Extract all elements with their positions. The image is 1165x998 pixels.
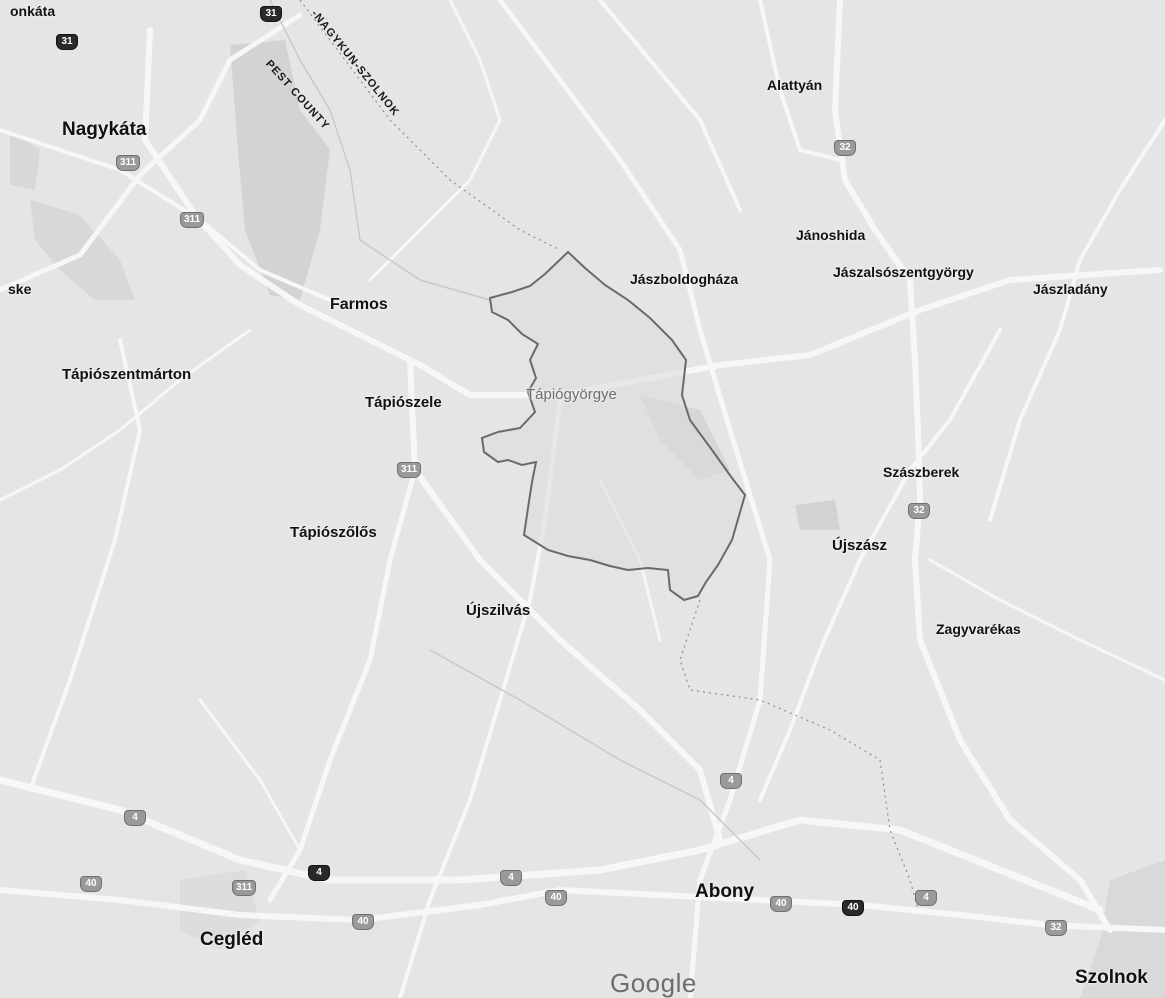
- road: [0, 776, 1104, 914]
- route-shield-4: 4: [720, 773, 742, 789]
- route-shield-40: 40: [770, 896, 792, 912]
- route-shield-40: 40: [545, 890, 567, 906]
- road: [831, 0, 1113, 933]
- google-logo: Google: [610, 968, 697, 998]
- route-shield-32: 32: [834, 140, 856, 156]
- place-label-ujszilvas[interactable]: Újszilvás: [466, 602, 531, 619]
- place-label-cegled[interactable]: Cegléd: [200, 929, 264, 950]
- road: [497, 0, 773, 998]
- route-shield-4: 4: [915, 890, 937, 906]
- place-label-tapioszele[interactable]: Tápiószele: [365, 394, 442, 411]
- road: [928, 558, 1165, 682]
- place-label-jaszladany[interactable]: Jászladány: [1033, 281, 1108, 297]
- place-label-onkata[interactable]: onkáta: [10, 3, 56, 19]
- county-border: [299, 0, 919, 911]
- place-label-abony[interactable]: Abony: [695, 881, 755, 902]
- road: [988, 118, 1165, 522]
- place-label-zagyvarekas[interactable]: Zagyvarékas: [936, 621, 1021, 637]
- route-shield-40: 40: [842, 900, 864, 916]
- wetland-area: [230, 40, 330, 300]
- route-shield-311: 311: [397, 462, 422, 478]
- railway: [269, 0, 491, 301]
- road: [598, 0, 742, 212]
- road: [0, 12, 303, 293]
- route-shield-31: 31: [56, 34, 78, 50]
- place-label-farmos[interactable]: Farmos: [330, 296, 388, 313]
- road: [368, 0, 502, 282]
- place-label-alattyan[interactable]: Alattyán: [767, 77, 823, 93]
- place-label-szaszberek[interactable]: Szászberek: [883, 464, 960, 480]
- route-shield-32: 32: [908, 503, 930, 519]
- place-label-jaszboldoghaza[interactable]: Jászboldogháza: [630, 271, 739, 287]
- route-shield-31: 31: [260, 6, 282, 22]
- road: [141, 27, 1163, 398]
- place-label-jaszalsoszentgyorgy[interactable]: Jászalsószentgyörgy: [833, 264, 974, 280]
- place-label-szolnok[interactable]: Szolnok: [1075, 967, 1148, 988]
- route-shield-311: 311: [232, 880, 257, 896]
- place-label-tapioszentmarton[interactable]: Tápiószentmárton: [62, 366, 192, 383]
- tapiogyorgye-boundary: [480, 250, 747, 602]
- place-label-tapiogyorgye[interactable]: Tápiógyörgye: [526, 386, 617, 403]
- road: [0, 328, 252, 502]
- place-label-ske[interactable]: ske: [8, 281, 32, 297]
- road: [198, 698, 302, 852]
- road: [758, 328, 1002, 802]
- route-shield-4: 4: [500, 870, 522, 886]
- route-shield-40: 40: [80, 876, 102, 892]
- road: [0, 886, 1165, 933]
- place-label-ujszasz[interactable]: Újszász: [832, 537, 888, 554]
- route-shield-4: 4: [308, 865, 330, 881]
- road: [0, 128, 332, 302]
- route-shield-4: 4: [124, 810, 146, 826]
- place-label-tapioszolos[interactable]: Tápiószőlős: [290, 524, 377, 541]
- railway: [429, 649, 761, 861]
- route-shield-32: 32: [1045, 920, 1067, 936]
- road: [758, 0, 842, 162]
- rail-lines: [269, 0, 761, 861]
- road: [267, 467, 418, 903]
- wetland-area: [10, 130, 40, 190]
- route-shield-40: 40: [352, 914, 374, 930]
- route-shield-311: 311: [116, 155, 141, 171]
- wetland-area: [795, 500, 840, 530]
- place-label-nagykata[interactable]: Nagykáta: [62, 119, 147, 140]
- route-shield-311: 311: [180, 212, 205, 228]
- road: [28, 338, 143, 792]
- place-label-janoshida[interactable]: Jánoshida: [796, 227, 866, 243]
